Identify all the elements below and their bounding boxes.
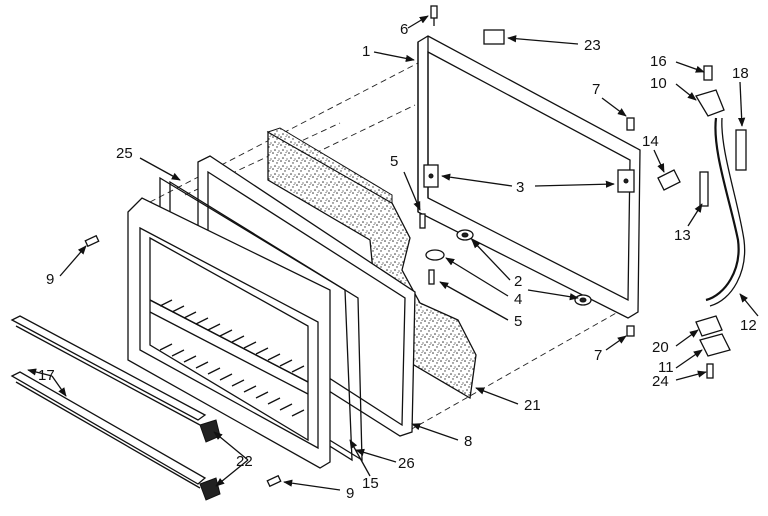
callout-25: 25 bbox=[116, 145, 133, 162]
callout-20: 20 bbox=[652, 339, 669, 356]
callout-5a: 5 bbox=[390, 153, 398, 170]
inner-door-liner bbox=[127, 197, 331, 469]
callout-labels: 1 2 3 4 5 5 6 7 7 8 9 9 10 11 12 13 14 1… bbox=[38, 21, 757, 502]
callout-8: 8 bbox=[464, 433, 472, 450]
shelf-ribs bbox=[159, 299, 305, 417]
callout-9a: 9 bbox=[46, 271, 54, 288]
screw-9-part bbox=[84, 234, 282, 488]
door-stop-part bbox=[425, 229, 592, 306]
hinge-bracket-part bbox=[423, 164, 635, 193]
callout-5b: 5 bbox=[514, 313, 522, 330]
outer-door-panel bbox=[417, 35, 641, 319]
callout-22: 22 bbox=[236, 453, 253, 470]
end-cap-part bbox=[199, 419, 221, 501]
callout-14: 14 bbox=[642, 133, 659, 150]
callout-24: 24 bbox=[652, 373, 669, 390]
callout-3: 3 bbox=[516, 179, 524, 196]
callout-2: 2 bbox=[514, 273, 522, 290]
insulation-part bbox=[266, 127, 477, 400]
callout-23: 23 bbox=[584, 37, 601, 54]
callout-11: 11 bbox=[658, 359, 674, 376]
hinge-assembly bbox=[657, 65, 747, 379]
callout-17: 17 bbox=[38, 367, 55, 384]
callout-1: 1 bbox=[362, 43, 370, 60]
callout-9b: 9 bbox=[346, 485, 354, 502]
callout-12: 12 bbox=[740, 317, 757, 334]
label-plate-part bbox=[483, 29, 505, 45]
callout-10: 10 bbox=[650, 75, 667, 92]
callout-16: 16 bbox=[650, 53, 667, 70]
leader-lines bbox=[27, 15, 759, 491]
callout-13: 13 bbox=[674, 227, 691, 244]
callout-7b: 7 bbox=[594, 347, 602, 364]
callout-21: 21 bbox=[524, 397, 541, 414]
callout-7a: 7 bbox=[592, 81, 600, 98]
screw-part bbox=[419, 5, 635, 337]
callout-18: 18 bbox=[732, 65, 749, 82]
callout-26: 26 bbox=[398, 455, 415, 472]
callout-15: 15 bbox=[362, 475, 379, 492]
trim-strip-part bbox=[10, 315, 207, 489]
callout-6: 6 bbox=[400, 21, 408, 38]
callout-4: 4 bbox=[514, 291, 522, 308]
